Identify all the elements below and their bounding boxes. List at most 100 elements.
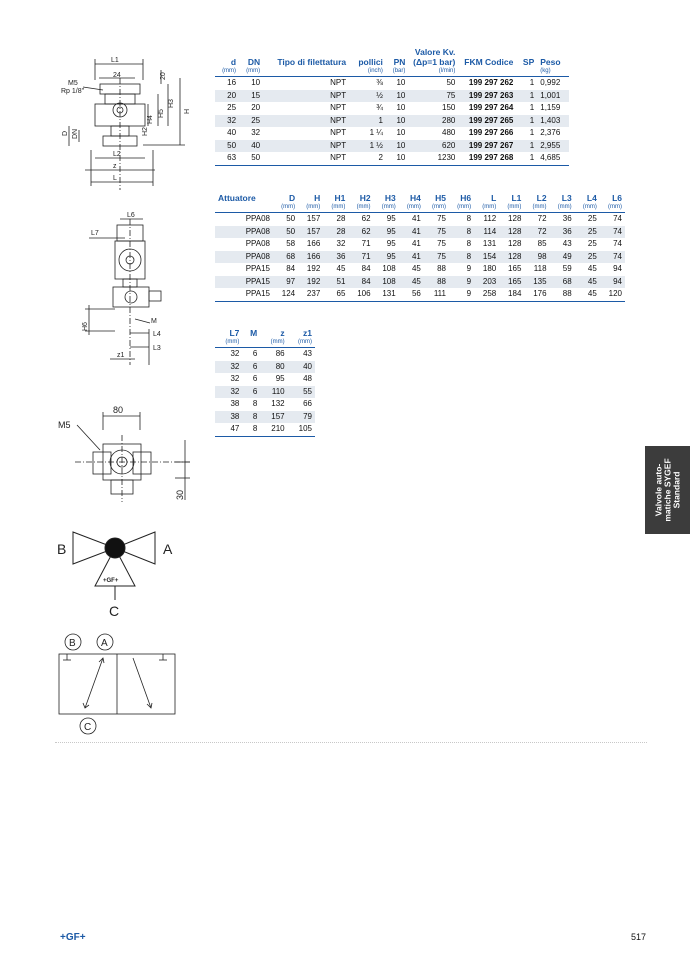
col-header: L3 (561, 193, 572, 203)
table-cell: 95 (275, 374, 285, 383)
table-cell: 9 (448, 288, 475, 302)
table-cell: NPT (263, 89, 350, 102)
col-unit: (mm) (348, 203, 374, 213)
col-header: z (280, 328, 285, 338)
table-cell: 4,685 (537, 152, 569, 166)
table-cell: 10 (385, 89, 409, 102)
table-cell: 2,955 (537, 139, 569, 152)
table-cell: 620 (408, 139, 459, 152)
port-b-label: B (69, 638, 76, 649)
table-cell: 95 (386, 239, 396, 248)
table-cell: 84 (361, 264, 371, 273)
table-cell: 88 (549, 288, 575, 302)
col-header: H2 (359, 193, 371, 203)
table-cell: 8 (466, 239, 472, 248)
table-cell: 1 (529, 103, 535, 112)
table-cell: 128 (499, 225, 525, 238)
table-cell: 79 (287, 410, 315, 423)
table-cell: 32 (215, 360, 243, 373)
col-header: FKM Codice (464, 57, 514, 67)
table-cell: 25 (574, 225, 600, 238)
table-cell: 71 (361, 239, 371, 248)
table-cell: 1 (529, 78, 535, 87)
table-cell: 75 (423, 225, 449, 238)
dim-label: H2 (142, 127, 149, 136)
table-cell: 0,992 (540, 78, 561, 87)
table-cell: 210 (260, 423, 288, 437)
table-cell: 80 (260, 360, 288, 373)
table-cell: 41 (398, 250, 424, 263)
dim-label: L7 (91, 230, 99, 237)
table-cell: PPA08 (245, 214, 270, 223)
table-cell: 157 (306, 214, 321, 223)
col-unit: (bar) (385, 67, 409, 77)
table-cell: 157 (298, 225, 324, 238)
col-header: H4 (409, 193, 421, 203)
col-header: L2 (536, 193, 547, 203)
table-cell: PPA08 (245, 239, 270, 248)
col-unit: (mm) (448, 203, 475, 213)
table-cell: 25 (587, 214, 597, 223)
table-cell: PPA15 (215, 275, 273, 288)
col-unit: (mm) (599, 203, 625, 213)
table-cell: NPT (263, 114, 350, 127)
table-cell: 9 (466, 264, 472, 273)
table-cell: 32 (230, 374, 240, 383)
table-cell: 41 (411, 214, 421, 223)
col-header: pollici (358, 57, 383, 67)
table-cell: 59 (562, 264, 572, 273)
col-header: L1 (511, 193, 522, 203)
col-header: H (314, 193, 321, 203)
col-unit: (mm) (549, 203, 575, 213)
table-cell: 135 (524, 275, 550, 288)
col-unit: (mm) (298, 203, 324, 213)
table-cell: 2,376 (540, 128, 561, 137)
table-cell: 203 (474, 275, 500, 288)
table-cell: 36 (323, 250, 349, 263)
col-unit: (kg) (537, 67, 569, 77)
table-cell: 43 (562, 239, 572, 248)
col-unit: (mm) (215, 338, 243, 348)
section-side-tab: Valvole auto- matiche SYGEF Standard (645, 446, 690, 534)
table-cell: 75 (408, 89, 459, 102)
table-cell: 128 (508, 239, 522, 248)
table-cell: 50 (273, 225, 299, 238)
dim-label: L (113, 175, 117, 182)
table-cell: 8 (252, 399, 258, 408)
table-cell: 8 (466, 214, 472, 223)
table-cell: 184 (499, 288, 525, 302)
table-cell: 86 (275, 349, 285, 358)
col-header: H5 (435, 193, 446, 203)
dim-label: 24 (113, 72, 121, 79)
table-cell: NPT (330, 128, 347, 137)
table-cell: 8 (448, 250, 475, 263)
table-cell: 1,001 (537, 89, 569, 102)
table-cell: 50 (215, 139, 240, 152)
table-cell: 166 (306, 239, 321, 248)
dim-label: Rp 1/8" (61, 88, 85, 95)
col-unit: (mm) (273, 203, 299, 213)
table-cell: 1230 (408, 152, 459, 166)
table-cell: 45 (574, 275, 600, 288)
table-cell: 45 (398, 275, 424, 288)
col-unit: (mm) (499, 203, 525, 213)
table-cell: 8 (448, 225, 475, 238)
table-cell: 180 (482, 264, 497, 273)
table-cell: 40 (287, 360, 315, 373)
table-cell: 199 297 262 (468, 78, 514, 87)
col-header: SP (522, 57, 535, 67)
table-cell: NPT (263, 152, 350, 166)
table-cell: 1 (516, 152, 538, 166)
table-cell: 131 (482, 239, 497, 248)
table-valve-codes: d DN Tipo di filettatura pollici PN Valo… (215, 47, 569, 166)
table-cell: 98 (524, 250, 550, 263)
table-cell: 6 (242, 360, 261, 373)
